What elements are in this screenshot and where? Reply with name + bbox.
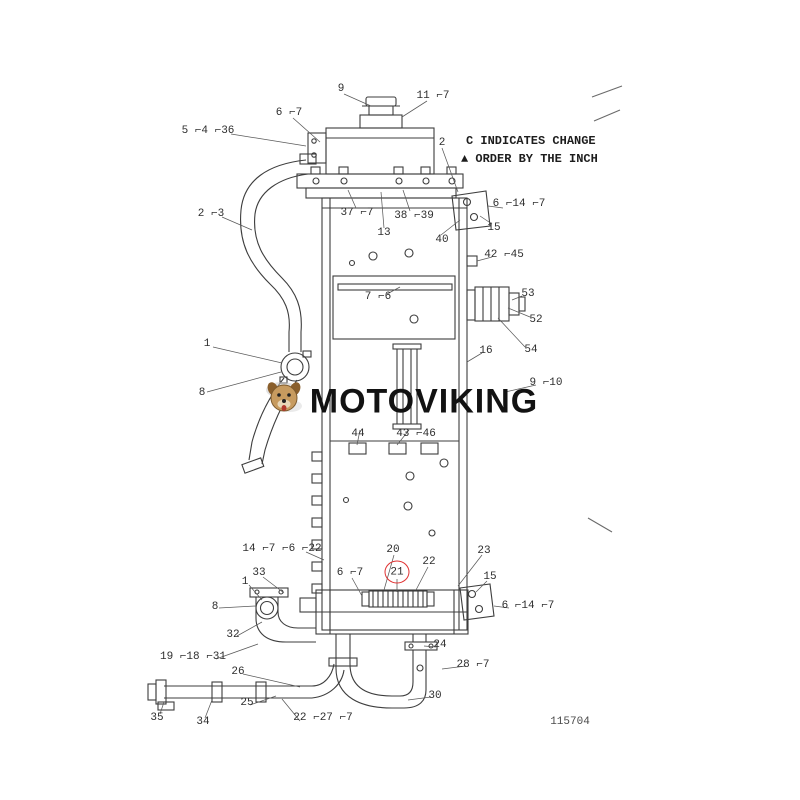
callout-label: 7 ⌐6 [364,291,392,303]
callout-label: 2 ⌐3 [197,208,225,220]
callout-label: 8 [211,601,219,613]
callout-label: 20 [386,544,400,556]
radiator-core [311,197,478,631]
order-note-line2: ▲ ORDER BY THE INCH [461,152,598,166]
callout-label: 11 ⌐7 [416,90,450,102]
callout-label: 35 [150,712,164,724]
callout-label: 13 [377,227,391,239]
callout-label: 22 ⌐27 ⌐7 [293,712,353,724]
lower-right-bracket [459,583,495,621]
callout-label: 52 [529,314,543,326]
callout-label: 6 ⌐14 ⌐7 [501,600,555,612]
filler-cap [359,96,403,129]
callout-label: 43 ⌐46 [396,428,436,440]
callout-label: 6 ⌐7 [275,107,303,119]
callout-label: 38 ⌐39 [394,210,434,222]
callout-label: 9 ⌐10 [529,377,563,389]
callout-label: 32 [226,629,240,641]
bottom-tank [299,589,469,635]
callout-label: 40 [435,234,449,246]
callout-label: 16 [479,345,493,357]
right-side-fitting [466,286,526,322]
highlighted-callout: 21 [384,560,410,584]
callout-label: 8 [198,387,206,399]
lower-left-elbow [249,587,316,643]
callout-label: 28 ⌐7 [456,659,490,671]
callout-label: 54 [524,344,538,356]
callout-label: 34 [196,716,210,728]
watermark-text: MOTOVIKING [309,382,539,421]
lower-pipe-assembly [147,663,345,711]
callout-label: 5 ⌐4 ⌐36 [181,125,235,137]
callout-label: 19 ⌐18 ⌐31 [159,651,227,663]
callout-label: 25 [240,697,254,709]
page-edge-marks [587,85,623,533]
callout-label: 1 [203,338,211,350]
callout-label: 14 ⌐7 ⌐6 ⌐22 [242,543,322,555]
mounting-plate [296,166,464,199]
callout-label: 44 [351,428,365,440]
callout-label: 22 [422,556,436,568]
dog-logo [266,382,302,412]
callout-label: 37 ⌐7 [340,207,374,219]
callout-label: 33 [252,567,266,579]
callout-label: 1 [241,576,249,588]
callout-label: 42 ⌐45 [484,249,524,261]
callout-label: 30 [428,690,442,702]
callout-label: 6 ⌐7 [336,567,364,579]
callout-label: 26 [231,666,245,678]
callout-label: 15 [487,222,501,234]
callout-label: 24 [433,639,447,651]
hatched-connector [361,590,435,608]
change-note-line1: C INDICATES CHANGE [466,134,596,148]
callout-label: 15 [483,571,497,583]
callout-label: 6 ⌐14 ⌐7 [492,198,546,210]
callout-label: 9 [337,83,345,95]
callout-label: 53 [521,288,535,300]
highlighted-callout-label: 21 [390,566,404,578]
callout-label: 23 [477,545,491,557]
upper-hose [239,153,317,474]
callout-label: 2 [438,137,446,149]
drawing-number: 115704 [550,716,590,728]
